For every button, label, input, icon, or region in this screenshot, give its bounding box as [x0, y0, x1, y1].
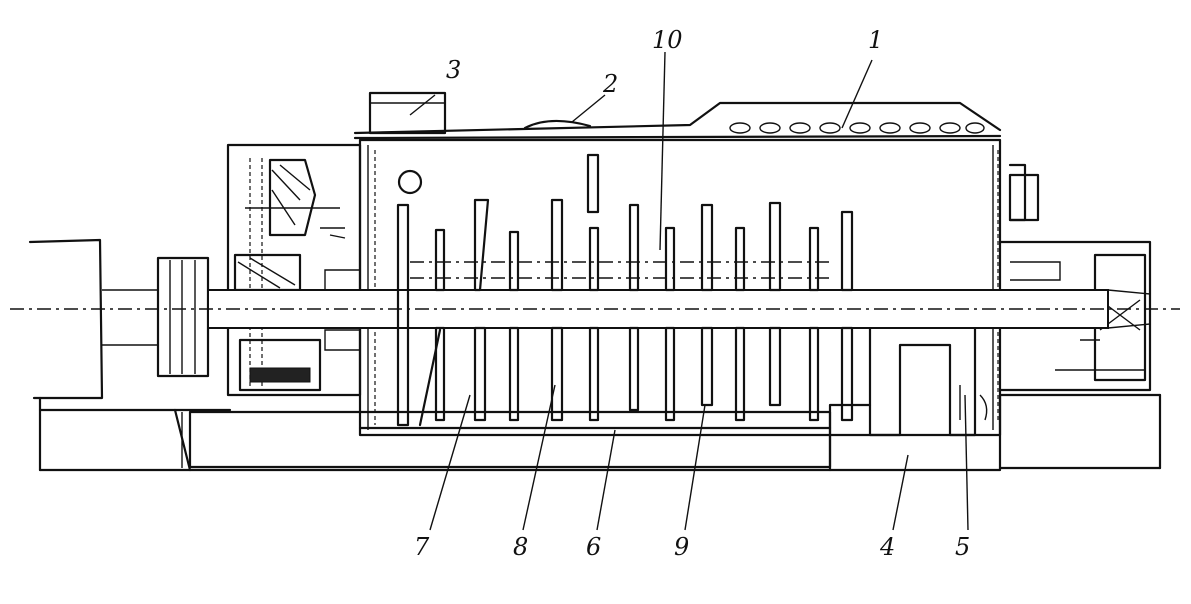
main-housing	[358, 138, 1002, 437]
callout-label-1: 1	[868, 26, 884, 54]
callout-label-6: 6	[586, 533, 602, 561]
drum-axis-line	[410, 261, 830, 279]
callout-label-2: 2	[603, 70, 619, 98]
paddle-set	[396, 153, 854, 427]
feed-inlet	[368, 91, 447, 135]
callout-label-5: 5	[955, 533, 971, 561]
callout-label-3: 3	[446, 56, 462, 84]
callout-label-9: 9	[674, 533, 690, 561]
discharge-outlet	[828, 316, 1002, 472]
base-frame	[38, 393, 1162, 472]
drive-motor	[28, 238, 210, 400]
top-cover	[353, 101, 1002, 140]
callout-label-10: 10	[652, 26, 683, 54]
right-bearing-housing	[998, 163, 1152, 392]
inspection-hatch	[523, 119, 592, 130]
callout-label-4: 4	[880, 533, 896, 561]
sight-glass	[397, 169, 423, 195]
leader-lines	[409, 51, 969, 531]
main-shaft	[10, 289, 1180, 329]
callout-label-7: 7	[414, 533, 430, 561]
callout-label-8: 8	[513, 533, 529, 561]
scraper-blade	[418, 328, 442, 427]
outlet-gate	[959, 385, 988, 421]
left-bearing-housing	[226, 143, 362, 397]
